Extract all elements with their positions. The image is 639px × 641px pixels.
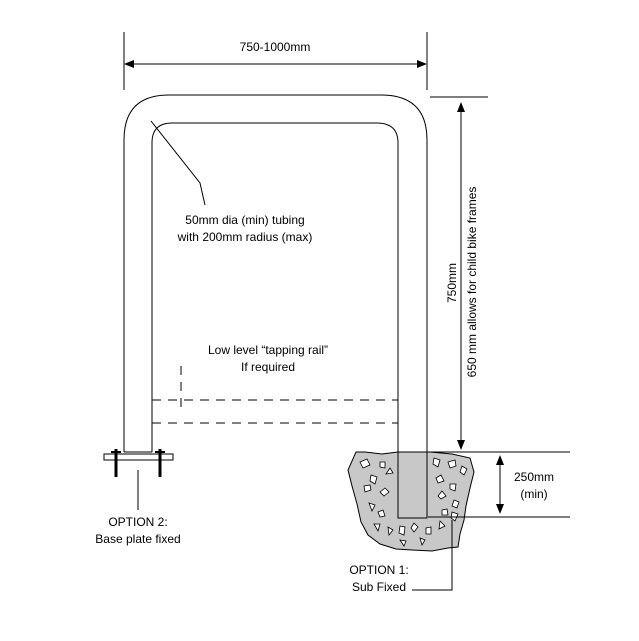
tapping-rail-label-line1: Low level “tapping rail”	[208, 343, 328, 357]
depth-label-line2: (min)	[520, 487, 547, 501]
tapping-rail	[152, 366, 398, 424]
tubing-label-line2: with 200mm radius (max)	[177, 230, 313, 244]
option2-label-line2: Base plate fixed	[95, 532, 180, 546]
tubing-label-line1: 50mm dia (min) tubing	[185, 213, 304, 227]
depth-label-line1: 250mm	[514, 470, 554, 484]
width-dimension	[123, 32, 428, 90]
height-label: 750mm	[445, 263, 459, 303]
depth-dimension	[428, 451, 570, 518]
width-label: 750-1000mm	[240, 40, 311, 54]
base-plate	[103, 449, 174, 510]
tapping-rail-label-line2: If required	[241, 360, 295, 374]
option2-label-line1: OPTION 2:	[108, 515, 167, 529]
height-dimension	[430, 96, 488, 450]
leader-lines	[150, 120, 453, 591]
child-frame-note: 650 mm allows for child bike frames	[465, 187, 479, 378]
option1-label-line1: OPTION 1:	[349, 563, 408, 577]
rack-tube	[123, 94, 428, 519]
concrete-footing	[347, 451, 475, 552]
option1-label-line2: Sub Fixed	[352, 580, 406, 594]
